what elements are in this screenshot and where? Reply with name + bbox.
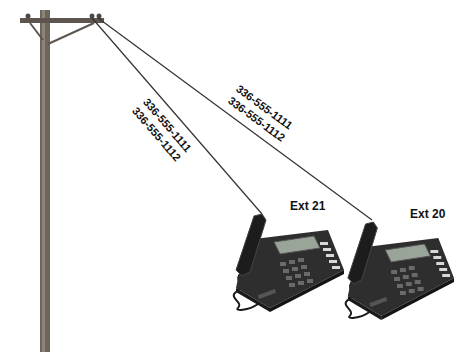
phone-base <box>270 270 344 312</box>
phone-keypad <box>391 266 423 295</box>
phone-wire <box>98 18 372 220</box>
extension-label: Ext 20 <box>410 207 445 221</box>
phone-nav-keys <box>258 289 276 299</box>
phone-wire <box>92 18 262 214</box>
phone-nav-keys <box>369 297 387 307</box>
phone-base <box>236 288 270 312</box>
phone-base <box>381 278 454 320</box>
insulator <box>97 14 102 19</box>
phone-buttons <box>320 242 340 269</box>
phone-keypad <box>280 258 313 287</box>
pole-crossbar <box>20 18 104 23</box>
pole-brace <box>30 23 43 40</box>
pole-post <box>40 10 50 352</box>
telephone-set: Ext 21 <box>228 194 344 312</box>
phone-illustration <box>340 220 454 320</box>
phone-handset <box>348 222 377 284</box>
phone-handset <box>236 214 266 276</box>
pole-brace <box>48 23 94 44</box>
phone-display <box>385 244 430 262</box>
insulator <box>90 14 95 19</box>
pole-highlight <box>42 10 45 352</box>
telephone-set: Ext 20 <box>340 204 454 328</box>
insulator <box>26 14 31 19</box>
phone-display <box>274 236 320 254</box>
phone-base <box>348 296 381 320</box>
phone-illustration <box>228 212 344 312</box>
phone-buttons <box>430 250 450 277</box>
extension-label: Ext 21 <box>290 199 325 213</box>
